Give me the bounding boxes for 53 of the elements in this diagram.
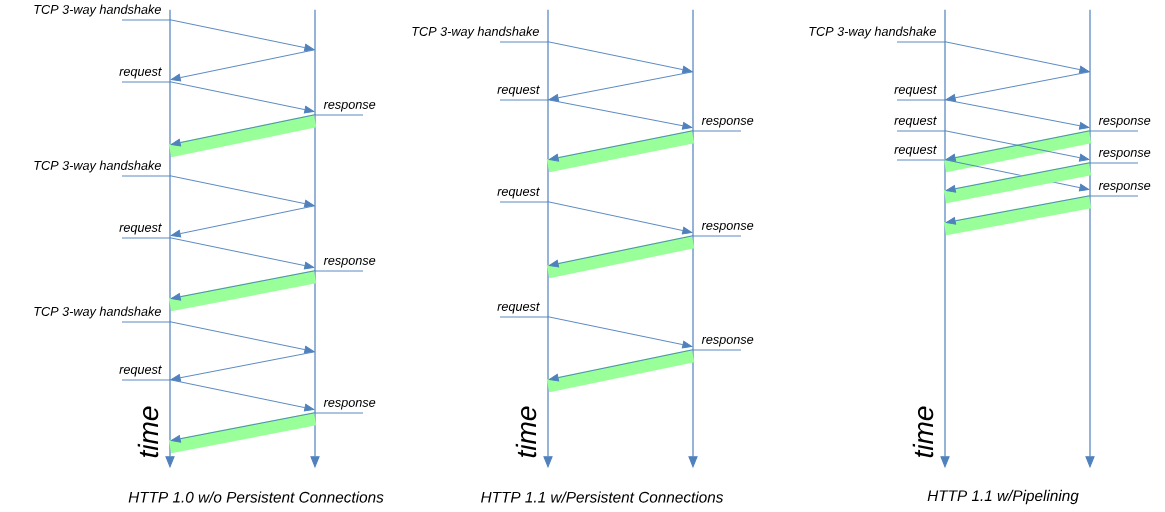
edge-label: response <box>1098 117 1151 128</box>
edge-label: response <box>323 257 376 268</box>
caption: HTTP 1.1 w/Persistent Connections <box>481 491 724 503</box>
message-arrow <box>170 351 316 382</box>
edge-label: request <box>894 85 937 97</box>
message-arrow <box>169 19 315 52</box>
message-arrow <box>169 379 315 412</box>
message-arrow <box>547 316 693 349</box>
edge-label: response <box>701 336 754 347</box>
message-arrow <box>944 99 1090 130</box>
edge-label: request <box>119 223 162 235</box>
caption: HTTP 1.1 w/Pipelining <box>927 489 1079 505</box>
message-arrow <box>168 412 317 454</box>
message-arrow <box>547 99 693 130</box>
message-arrow <box>169 321 315 354</box>
message-arrow <box>943 130 1092 173</box>
message-arrow <box>944 130 1090 162</box>
message-arrow <box>546 349 695 393</box>
message-arrow <box>170 205 316 238</box>
edge-label: request <box>497 85 540 97</box>
edge-label: response <box>701 117 754 128</box>
edge-label: TCP 3-way handshake <box>34 160 161 173</box>
edge-label: response <box>323 101 376 112</box>
message-arrow <box>169 237 315 270</box>
edge-label: response <box>1098 182 1151 193</box>
edge-label: TCP 3-way handshake <box>34 4 161 17</box>
message-arrow <box>546 130 695 173</box>
edge-label: request <box>894 116 937 128</box>
message-arrow <box>169 81 315 114</box>
edge-label: response <box>701 222 754 233</box>
edge-label: response <box>1098 149 1151 160</box>
message-arrow <box>546 235 695 279</box>
message-arrow <box>943 162 1092 204</box>
message-arrow <box>168 270 317 312</box>
message-arrow <box>169 175 315 208</box>
message-arrow <box>548 71 694 102</box>
edge-label: request <box>894 145 937 157</box>
message-arrow <box>943 195 1092 236</box>
message-arrow <box>945 71 1091 102</box>
message-arrow <box>547 41 693 74</box>
edge-label: response <box>323 399 376 410</box>
message-arrow <box>547 201 693 235</box>
edge-label: request <box>497 302 540 314</box>
edge-label: TCP 3-way handshake <box>809 26 936 39</box>
edge-label: TCP 3-way handshake <box>34 306 161 319</box>
edge-label: request <box>119 365 162 377</box>
edge-label: request <box>497 187 540 199</box>
edge-label: TCP 3-way handshake <box>412 26 539 39</box>
edge-label: request <box>119 67 162 79</box>
message-arrow <box>168 114 317 158</box>
message-arrow <box>170 49 316 82</box>
message-arrow <box>944 41 1090 74</box>
caption: HTTP 1.0 w/o Persistent Connections <box>128 491 384 503</box>
